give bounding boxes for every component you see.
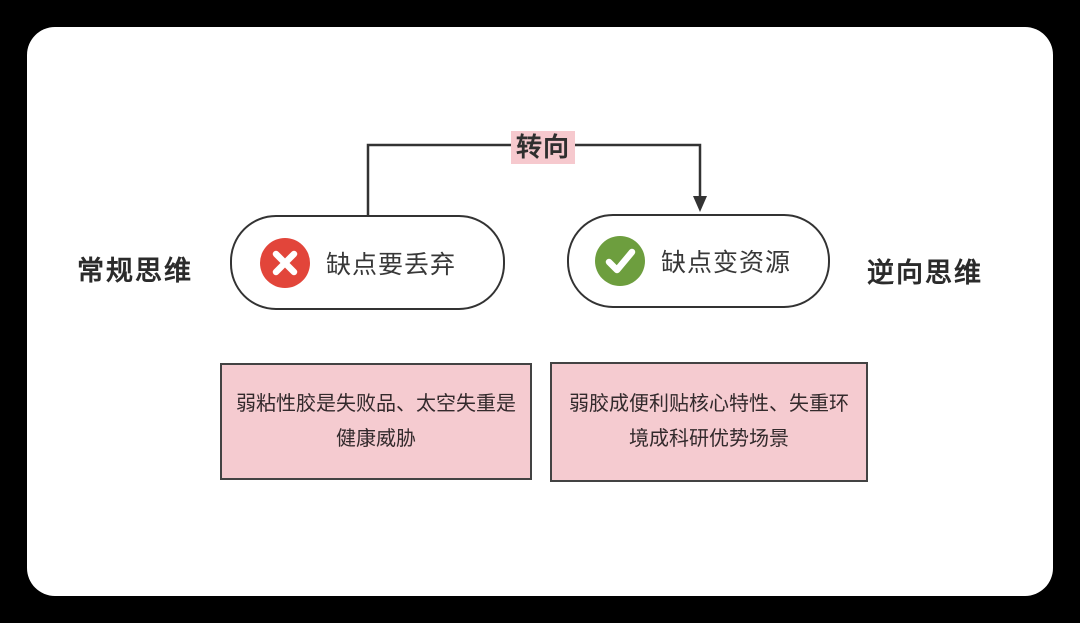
conventional-thinking-label: 常规思维 xyxy=(77,256,193,286)
pivot-connector-line xyxy=(366,143,707,216)
x-circle-icon xyxy=(260,237,310,288)
slide-card: 转向 常规思维 逆向思维 缺点要丢弃 缺点变资源 弱粘性胶是失败品、太空失重是健… xyxy=(27,27,1053,596)
check-circle-icon xyxy=(595,236,645,286)
reverse-node: 缺点变资源 xyxy=(567,214,830,308)
pivot-label: 转向 xyxy=(511,131,575,164)
reverse-node-label: 缺点变资源 xyxy=(661,249,792,277)
arrowhead-down-icon xyxy=(693,196,707,212)
conventional-detail-box: 弱粘性胶是失败品、太空失重是健康威胁 xyxy=(220,363,532,480)
conventional-node: 缺点要丢弃 xyxy=(230,215,505,310)
conventional-node-label: 缺点要丢弃 xyxy=(326,250,457,279)
reverse-detail-box: 弱胶成便利贴核心特性、失重环境成科研优势场景 xyxy=(550,362,868,482)
reverse-thinking-label: 逆向思维 xyxy=(867,258,983,288)
